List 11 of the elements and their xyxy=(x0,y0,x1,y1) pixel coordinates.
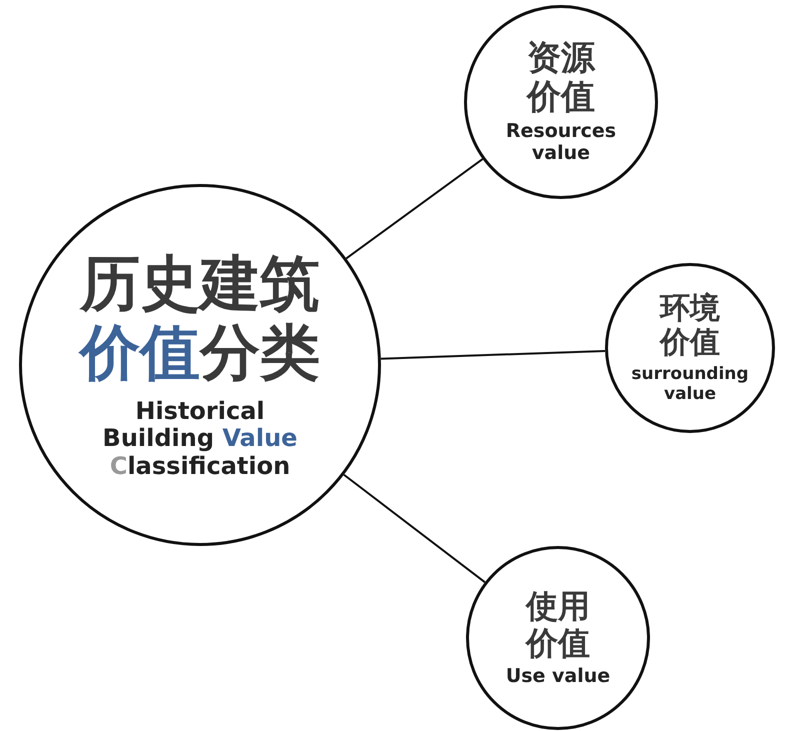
chinese-title: 环境价值 xyxy=(658,292,721,361)
chinese-title: 资源价值 xyxy=(525,39,596,118)
english-label: Historical Building Value Classification xyxy=(102,398,298,480)
chinese-title: 历史建筑价值分类 xyxy=(77,250,321,388)
chinese-title: 使用价值 xyxy=(524,588,591,662)
english-label: Resources value xyxy=(504,121,618,165)
connector-line xyxy=(343,474,486,583)
connector-line xyxy=(380,350,606,360)
english-label: Use value xyxy=(504,666,612,688)
connector-line xyxy=(346,158,484,260)
english-label: surrounding value xyxy=(630,364,750,404)
